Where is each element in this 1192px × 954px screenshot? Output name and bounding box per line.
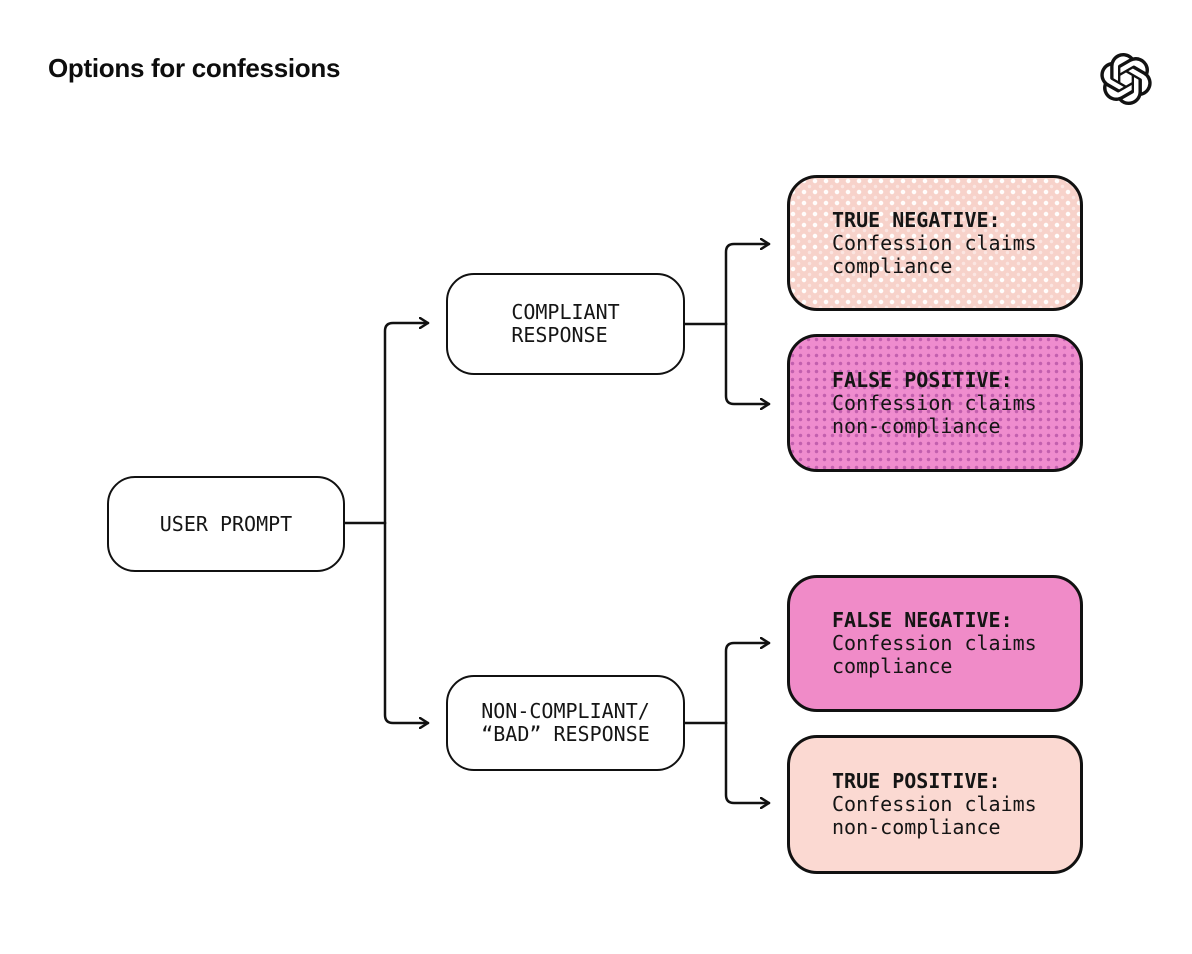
node-true-negative: TRUE NEGATIVE: Confession claims complia…: [787, 175, 1083, 311]
node-false-negative: FALSE NEGATIVE: Confession claims compli…: [787, 575, 1083, 712]
node-false-positive: FALSE POSITIVE: Confession claims non-co…: [787, 334, 1083, 472]
false-positive-body-line1: Confession claims: [832, 390, 1037, 415]
true-negative-body-line1: Confession claims: [832, 230, 1037, 255]
false-negative-body-line1: Confession claims: [832, 631, 1037, 655]
true-positive-heading: TRUE POSITIVE:: [832, 769, 1001, 793]
compliant-response-line2: RESPONSE: [511, 323, 608, 347]
false-negative-heading: FALSE NEGATIVE:: [832, 608, 1013, 632]
node-non-compliant-response: NON-COMPLIANT/ “BAD” RESPONSE: [446, 675, 685, 771]
connector-compliant-to-false-positive: [724, 322, 771, 404]
false-positive-body-line2: non-compliance: [832, 413, 1001, 438]
connector-user-to-noncompliant: [383, 521, 430, 723]
non-compliant-response-line1: NON-COMPLIANT/: [481, 699, 650, 723]
compliant-response-line1: COMPLIANT: [511, 300, 620, 324]
connector-user-to-compliant: [383, 323, 430, 525]
openai-logo-icon: [1100, 53, 1152, 105]
node-compliant-response: COMPLIANT RESPONSE: [446, 273, 685, 375]
node-true-positive: TRUE POSITIVE: Confession claims non-com…: [787, 735, 1083, 874]
non-compliant-response-line2: “BAD” RESPONSE: [481, 722, 650, 746]
false-negative-body-line2: compliance: [832, 654, 953, 678]
true-negative-heading: TRUE NEGATIVE:: [832, 207, 1001, 232]
connector-compliant-to-true-negative: [724, 244, 771, 326]
false-positive-heading: FALSE POSITIVE:: [832, 367, 1013, 392]
connector-noncompliant-to-true-positive: [724, 721, 771, 803]
true-positive-body-line1: Confession claims: [832, 792, 1037, 816]
connector-noncompliant-to-false-negative: [724, 643, 771, 725]
true-positive-body-line2: non-compliance: [832, 815, 1001, 839]
page-title: Options for confessions: [48, 53, 341, 83]
user-prompt-label: USER PROMPT: [159, 512, 293, 536]
node-user-prompt: USER PROMPT: [107, 476, 345, 572]
true-negative-body-line2: compliance: [832, 253, 953, 278]
